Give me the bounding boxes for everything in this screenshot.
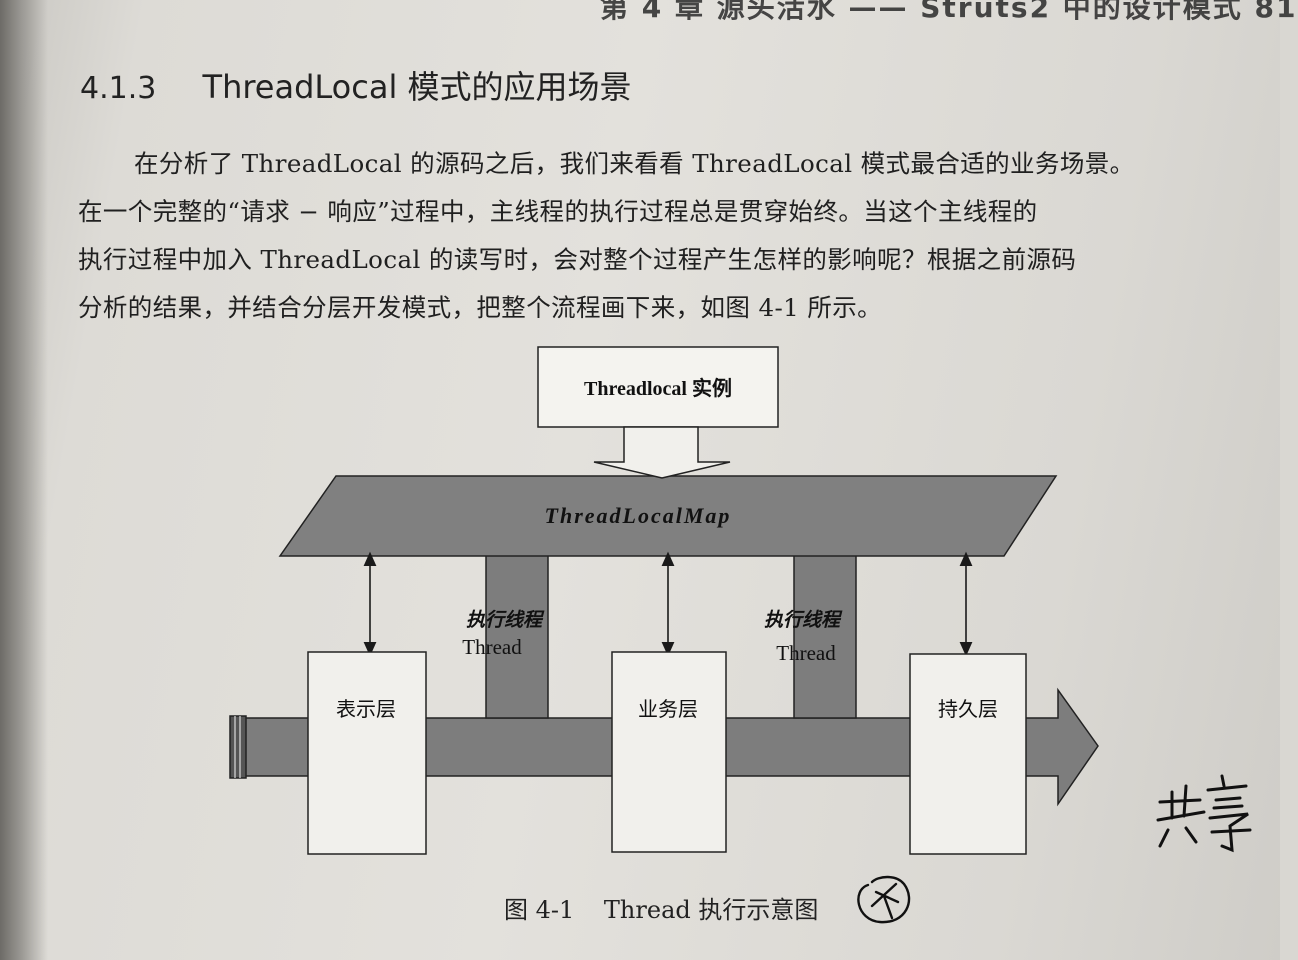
business-layer-box — [611, 651, 727, 853]
paragraph-line: 在分析了 ThreadLocal 的源码之后，我们来看看 ThreadLocal… — [134, 149, 1135, 178]
section-heading: 4.1.3 ThreadLocal 模式的应用场景 — [80, 62, 632, 108]
section-title: ThreadLocal 模式的应用场景 — [202, 68, 632, 106]
section-number: 4.1.3 — [80, 71, 157, 106]
business-layer-label: 业务层 — [638, 697, 698, 721]
persistence-layer-box — [909, 653, 1027, 855]
paragraph-line: 执行过程中加入 ThreadLocal 的读写时，会对整个过程产生怎样的影响呢？… — [78, 245, 1077, 274]
thread-band-left — [485, 544, 549, 719]
thread-label-right-en: Thread — [776, 641, 836, 665]
thread-label-left-cn: 执行线程 — [466, 609, 545, 631]
instance-to-map-arrow — [593, 426, 731, 479]
threadlocalmap-shape — [278, 475, 1058, 557]
threadlocal-instance-label: Threadlocal 实例 — [584, 376, 732, 400]
threadlocal-instance-box — [537, 346, 779, 428]
figure-caption-text: Thread 执行示意图 — [603, 896, 819, 924]
paragraph-line: 在一个完整的“请求 − 响应”过程中，主线程的执行过程总是贯穿始终。当这个主线程… — [78, 197, 1038, 226]
figure-caption: 图 4-1 Thread 执行示意图 — [504, 890, 818, 925]
thread-band-right — [793, 544, 857, 719]
presentation-layer-label: 表示层 — [336, 697, 396, 721]
arrow-tail-cap — [229, 715, 247, 779]
handwritten-circle-mark-icon — [857, 875, 911, 924]
thread-label-left-en: Thread — [462, 635, 522, 659]
handwritten-annotation-strokes — [1156, 774, 1252, 853]
presentation-layer-box — [307, 651, 427, 855]
book-spine-shadow — [0, 0, 48, 960]
persistence-layer-label: 持久层 — [938, 697, 998, 721]
running-head: 第 4 章 源头活水 —— Struts2 中的设计模式 81 — [600, 0, 1298, 24]
body-paragraph: 在分析了 ThreadLocal 的源码之后，我们来看看 ThreadLocal… — [78, 140, 1258, 332]
threadlocalmap-label: ThreadLocalMap — [545, 503, 732, 528]
paragraph-line: 分析的结果，并结合分层开发模式，把整个流程画下来，如图 4-1 所示。 — [78, 293, 883, 322]
figure-number: 图 4-1 — [504, 896, 575, 924]
thread-label-right-cn: 执行线程 — [764, 609, 843, 631]
